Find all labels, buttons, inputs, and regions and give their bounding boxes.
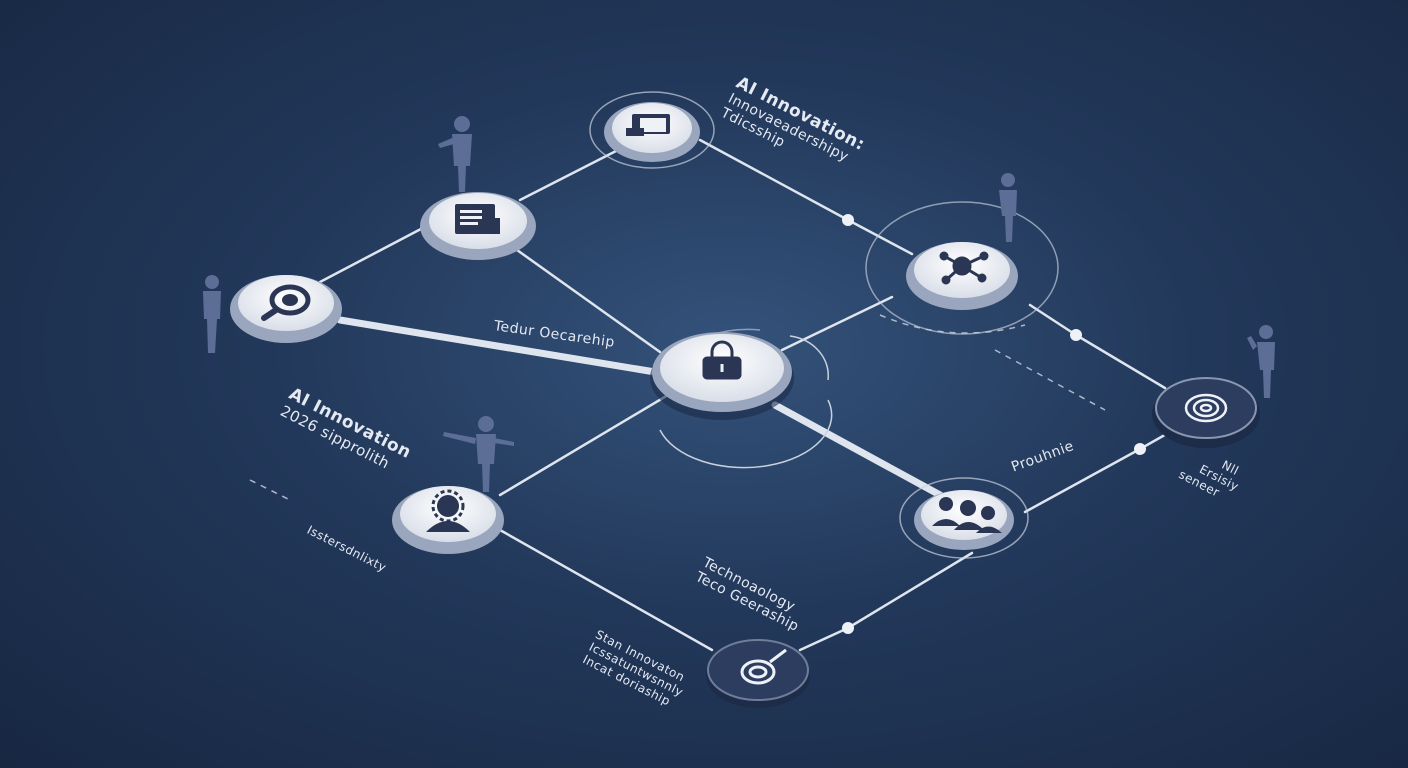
- connector-line: [518, 148, 620, 202]
- person-gear-icon: [426, 489, 470, 532]
- person-figure: [203, 275, 221, 353]
- junction-dot: [842, 622, 854, 634]
- lock-icon: [702, 340, 742, 380]
- connector-line: [846, 218, 914, 256]
- node-left[interactable]: [230, 275, 342, 343]
- node-far-right[interactable]: [1152, 377, 1260, 448]
- connector-line: [318, 218, 440, 284]
- document-icon: [455, 204, 500, 234]
- person-figure: [999, 173, 1017, 242]
- connector-line: [498, 393, 670, 497]
- connector-line: [1023, 447, 1142, 514]
- node-hub[interactable]: [650, 332, 794, 420]
- book-icon: [626, 114, 670, 136]
- orbit-ring: [865, 201, 1059, 335]
- node-top[interactable]: [589, 91, 715, 169]
- orbit-arc: [789, 335, 830, 381]
- connector-line: [698, 138, 850, 222]
- target-icon: [740, 648, 787, 685]
- dashed-line: [994, 349, 1106, 411]
- thick-connector: [336, 316, 659, 376]
- network-icon: [939, 251, 989, 285]
- connector-line: [1028, 303, 1078, 337]
- node-right[interactable]: [906, 242, 1018, 310]
- connector-line: [1074, 333, 1167, 390]
- person-figure: [1247, 325, 1275, 398]
- junction-dot: [842, 214, 854, 226]
- connector-line: [498, 528, 714, 652]
- junction-dots: [842, 214, 1146, 634]
- orbit-arc: [659, 399, 833, 469]
- node-lower-left[interactable]: [392, 486, 504, 554]
- connector-line: [798, 626, 850, 652]
- junction-dot: [1134, 443, 1146, 455]
- person-figure: [438, 116, 472, 192]
- figures: [203, 116, 1275, 492]
- connector-line: [508, 243, 662, 354]
- node-bottom[interactable]: [706, 639, 810, 708]
- dashed-line: [249, 479, 291, 501]
- person-figure: [443, 416, 514, 492]
- dashed-arc: [879, 314, 1026, 334]
- node-lower-right[interactable]: [899, 477, 1029, 559]
- fingerprint-icon: [1184, 393, 1228, 423]
- magnifier-icon: [261, 284, 311, 321]
- connector-line: [780, 295, 894, 352]
- people-icon: [932, 497, 1002, 533]
- connector-line: [846, 551, 974, 630]
- thick-connector: [771, 401, 944, 499]
- dashed-guides: [249, 314, 1106, 501]
- junction-dot: [1070, 329, 1082, 341]
- node-upper-left[interactable]: [420, 192, 536, 260]
